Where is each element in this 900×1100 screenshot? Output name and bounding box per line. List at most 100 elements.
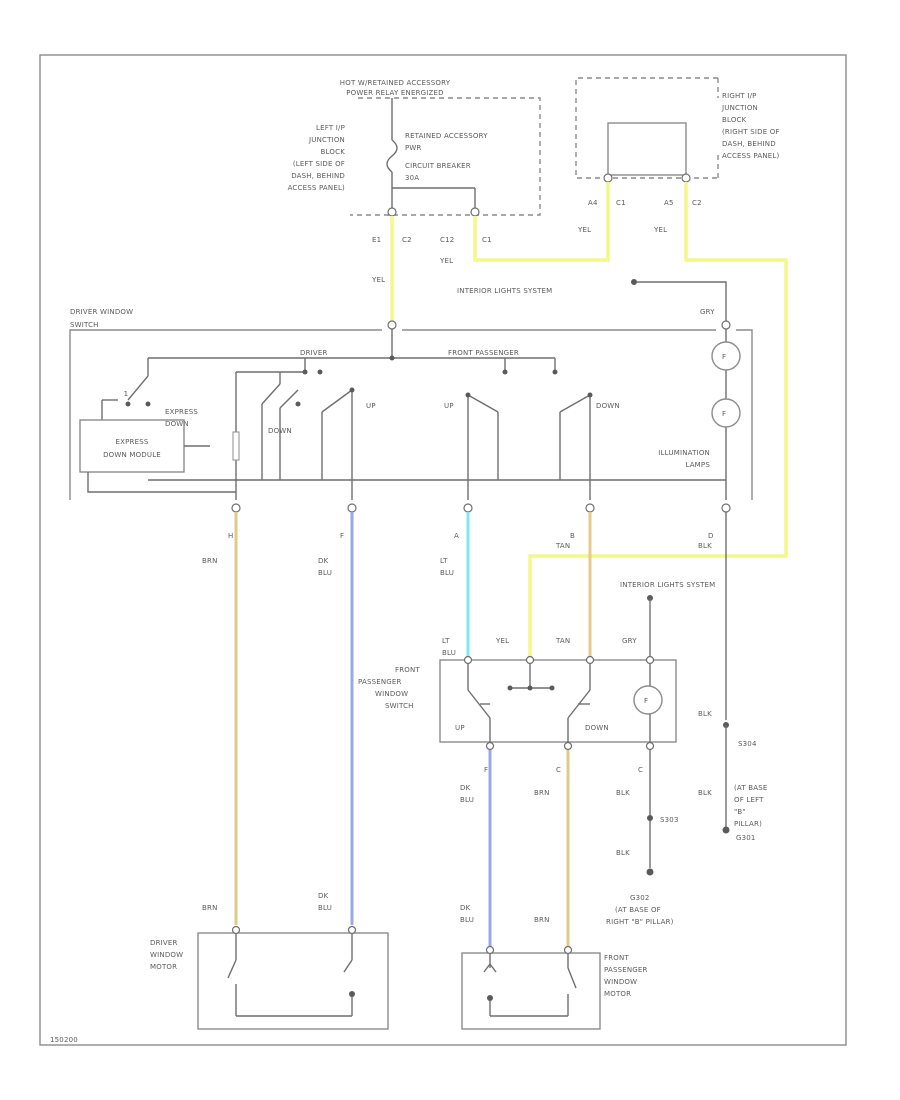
driver-window-switch-label-1: DRIVER WINDOW xyxy=(70,308,133,316)
pin-h-label: H xyxy=(228,532,233,540)
blu-label-4: BLU xyxy=(460,796,474,804)
blk-label-4: BLK xyxy=(698,710,712,718)
left-ip-label-6: ACCESS PANEL) xyxy=(288,184,345,192)
express-down-label-2: DOWN xyxy=(165,420,189,428)
driver-window-motor xyxy=(197,932,389,1030)
lt-label-2: LT xyxy=(442,637,450,645)
right-ip-internal-bus xyxy=(607,122,687,176)
figure-id: 150200 xyxy=(50,1036,78,1044)
driver-window-switch-label-2: SWITCH xyxy=(70,321,99,329)
passenger-down-switch xyxy=(559,394,591,413)
connector-e1 xyxy=(387,207,397,217)
illumination-lamp-1 xyxy=(711,341,741,371)
rap-label-1: RETAINED ACCESSORY xyxy=(405,132,488,140)
left-ip-label-3: BLOCK xyxy=(321,148,346,156)
circuit-breaker-symbol xyxy=(386,139,398,173)
passenger-up-label: UP xyxy=(444,402,454,410)
driver-down-label: DOWN xyxy=(268,427,292,435)
right-ip-label-2: JUNCTION xyxy=(721,104,758,112)
left-ip-label-5: DASH, BEHIND xyxy=(291,172,345,180)
yel-label-3: YEL xyxy=(577,226,591,234)
pin-c1-label: C1 xyxy=(482,236,492,244)
ground-g302 xyxy=(646,868,654,876)
passenger-down-label: DOWN xyxy=(596,402,620,410)
splice-s303 xyxy=(647,815,653,821)
base-left-label-3: "B" xyxy=(734,808,746,816)
base-left-label-4: PILLAR) xyxy=(734,820,762,828)
blu-label-6: BLU xyxy=(460,916,474,924)
gry-label-2: GRY xyxy=(622,637,637,645)
fp-down-label: DOWN xyxy=(585,724,609,732)
blk-label-3: BLK xyxy=(616,849,630,857)
express-module-label-1: EXPRESS xyxy=(115,438,148,446)
right-ip-label-3: BLOCK xyxy=(722,116,747,124)
svg-text:F: F xyxy=(644,697,648,705)
front-passenger-window-motor xyxy=(461,952,601,1030)
passenger-up-switch xyxy=(467,394,499,413)
illumination-label-2: LAMPS xyxy=(685,461,710,469)
interior-lights-label: INTERIOR LIGHTS SYSTEM xyxy=(457,287,552,295)
rap-label-4: 30A xyxy=(405,174,419,182)
driver-motor-label-3: MOTOR xyxy=(150,963,177,971)
connector-a5 xyxy=(681,173,691,183)
blu-label-1: BLU xyxy=(318,569,332,577)
driver-up-label: UP xyxy=(366,402,376,410)
s304-label: S304 xyxy=(738,740,757,748)
pin-f-label: F xyxy=(340,532,344,540)
left-ip-label-4: (LEFT SIDE OF xyxy=(293,160,345,168)
pin-c-label: C xyxy=(556,766,561,774)
connector-a4 xyxy=(603,173,613,183)
driver-sw-label: DRIVER xyxy=(300,349,328,357)
g302-label: G302 xyxy=(630,894,650,902)
g301-label: G301 xyxy=(736,834,756,842)
svg-text:F: F xyxy=(722,410,726,418)
base-right-label-1: (AT BASE OF xyxy=(615,906,661,914)
fp-motor-label-1: FRONT xyxy=(604,954,629,962)
s303-label: S303 xyxy=(660,816,679,824)
yel-label-4: YEL xyxy=(653,226,667,234)
right-ip-label-4: (RIGHT SIDE OF xyxy=(722,128,780,136)
blk-label-5: BLK xyxy=(698,789,712,797)
blk-label-2: BLK xyxy=(616,789,630,797)
dk-label-3: DK xyxy=(318,892,329,900)
tan-label-1: TAN xyxy=(555,542,570,550)
blk-label-1: BLK xyxy=(698,542,712,550)
driver-switch-outline-left xyxy=(69,329,382,500)
lt-label-1: LT xyxy=(440,557,448,565)
pin-c2b-label: C2 xyxy=(692,199,702,207)
pin-c12-label: C12 xyxy=(440,236,454,244)
blu-label-5: BLU xyxy=(318,904,332,912)
right-ip-junction-block-outline xyxy=(575,77,718,179)
blu-label-3: BLU xyxy=(442,649,456,657)
brn-label-1: BRN xyxy=(202,557,218,565)
pin-b-label: B xyxy=(570,532,575,540)
driver-down-switch xyxy=(261,383,281,405)
fp-up-switch xyxy=(467,689,491,719)
tan-label-2: TAN xyxy=(555,637,570,645)
gry-label-top: GRY xyxy=(700,308,715,316)
hot-power-title-2: POWER RELAY ENERGIZED xyxy=(346,89,444,97)
front-passenger-window-switch xyxy=(439,659,677,743)
wire-yel-c12-to-a4 xyxy=(473,182,610,262)
fp-up-label: UP xyxy=(455,724,465,732)
yel-label-5: YEL xyxy=(495,637,509,645)
rap-label-2: PWR xyxy=(405,144,422,152)
fp-motor-label-3: WINDOW xyxy=(604,978,637,986)
pin-a-label: A xyxy=(454,532,459,540)
left-ip-label-2: JUNCTION xyxy=(308,136,345,144)
left-ip-junction-block-outline xyxy=(350,97,541,216)
base-left-label-1: (AT BASE xyxy=(734,784,768,792)
brn-label-4: BRN xyxy=(534,916,550,924)
fp-illumination-lamp xyxy=(633,685,663,715)
illumination-label-1: ILLUMINATION xyxy=(658,449,710,457)
pin-c2-label: C2 xyxy=(402,236,412,244)
dk-label-2: DK xyxy=(460,784,471,792)
pin-c1b-label: C1 xyxy=(616,199,626,207)
pin-a5-label: A5 xyxy=(664,199,674,207)
dk-label-4: DK xyxy=(460,904,471,912)
pin-c2-label: C xyxy=(638,766,643,774)
dk-label-1: DK xyxy=(318,557,329,565)
wire-yel-a5-to-passenger xyxy=(528,182,788,658)
interior-lights-label-2: INTERIOR LIGHTS SYSTEM xyxy=(620,581,715,589)
fp-motor-label-4: MOTOR xyxy=(604,990,631,998)
